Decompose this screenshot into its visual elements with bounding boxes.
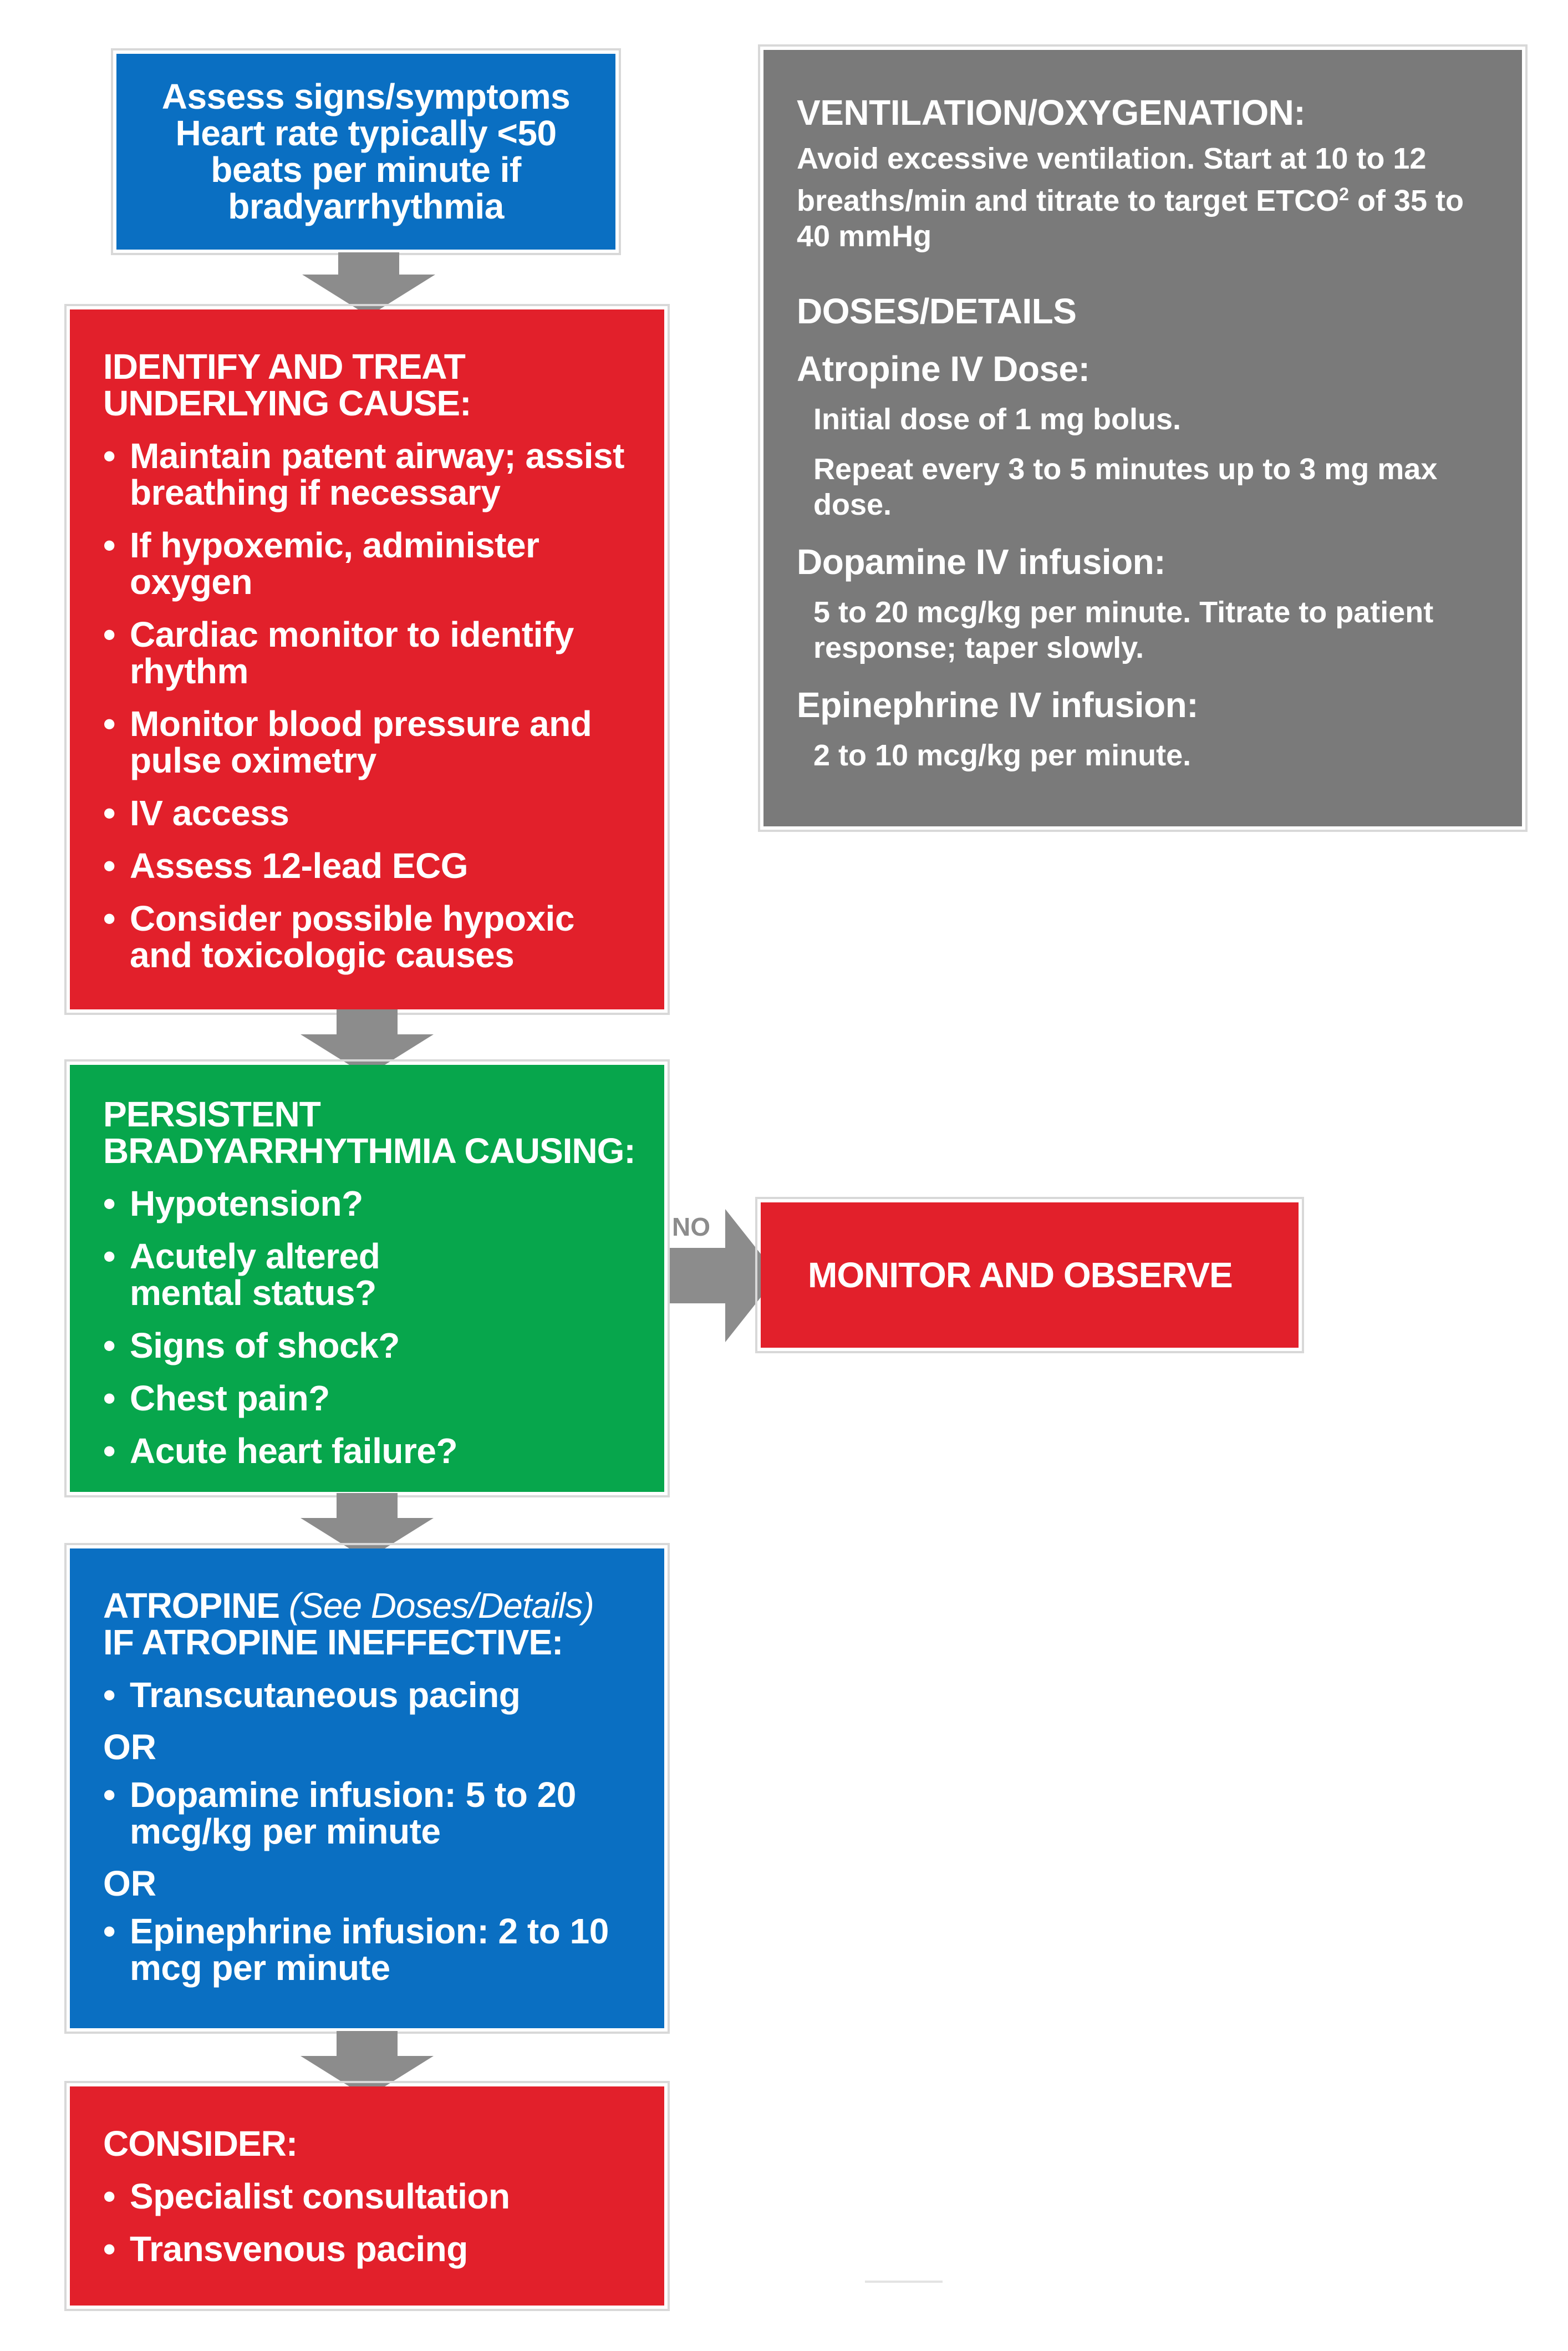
monitor-observe-box: MONITOR AND OBSERVE <box>755 1197 1304 1353</box>
assess-box: Assess signs/symptoms Heart rate typical… <box>111 48 621 255</box>
atropine-dose-line-1: Initial dose of 1 mg bolus. <box>813 403 1182 436</box>
dopamine-text: 5 to 20 mcg/kg per minute. Titrate to pa… <box>813 596 1434 664</box>
list-item: Cardiac monitor to identify rhythm <box>103 616 642 689</box>
no-arrow <box>670 1209 778 1342</box>
list-item: Dopamine infusion: 5 to 20 mcg/kg per mi… <box>103 1776 642 1850</box>
persistent-list: Hypotension? Acutely altered mental stat… <box>103 1185 642 1469</box>
list-item: Specialist consultation <box>103 2178 642 2215</box>
persistent-heading-1: PERSISTENT <box>103 1094 321 1134</box>
epinephrine-text: 2 to 10 mcg/kg per minute. <box>813 739 1192 772</box>
list-item: Hypotension? <box>103 1185 642 1222</box>
flow-arrow-1 <box>302 252 435 316</box>
identify-treat-box: IDENTIFY AND TREAT UNDERLYING CAUSE: Mai… <box>64 304 670 1015</box>
atropine-list-1: Transcutaneous pacing <box>103 1677 642 1713</box>
atropine-dose-line-2: Repeat every 3 to 5 minutes up to 3 mg m… <box>813 453 1438 521</box>
atropine-heading-bold: ATROPINE <box>103 1586 280 1626</box>
list-item: Assess 12-lead ECG <box>103 847 642 884</box>
consider-heading: CONSIDER: <box>103 2124 298 2164</box>
list-item: Maintain patent airway; assist breathing… <box>103 438 642 511</box>
ventilation-text-a: Avoid excessive ventilation. Start at 10… <box>797 142 1427 217</box>
ventilation-text-b: of 35 to 40 mmHg <box>797 184 1464 253</box>
list-item: Acute heart failure? <box>103 1433 642 1469</box>
doses-heading: DOSES/DETAILS <box>797 291 1077 331</box>
identify-heading-2: UNDERLYING CAUSE: <box>103 383 471 423</box>
atropine-heading-italic: (See Doses/Details) <box>288 1586 594 1626</box>
ventilation-heading: VENTILATION/OXYGENATION: <box>797 93 1306 133</box>
list-item: If hypoxemic, administer oxygen <box>103 527 642 600</box>
list-item: Consider possible hypoxic and toxicologi… <box>103 900 642 973</box>
list-item: Chest pain? <box>103 1380 642 1416</box>
ventilation-text: Avoid excessive ventilation. Start at 10… <box>797 141 1500 254</box>
doses-details-panel: VENTILATION/OXYGENATION: Avoid excessive… <box>758 44 1528 832</box>
list-item: Transcutaneous pacing <box>103 1677 642 1713</box>
atropine-list-2: Dopamine infusion: 5 to 20 mcg/kg per mi… <box>103 1776 642 1850</box>
assess-line-2: Heart rate typically <50 <box>175 113 557 153</box>
monitor-label: MONITOR AND OBSERVE <box>808 1255 1233 1295</box>
persistent-bradyarrhythmia-box: PERSISTENT BRADYARRHYTHMIA CAUSING: Hypo… <box>64 1059 670 1497</box>
list-item: Monitor blood pressure and pulse oximetr… <box>103 705 642 779</box>
atropine-dose-heading: Atropine IV Dose: <box>797 349 1090 389</box>
consider-list: Specialist consultation Transvenous paci… <box>103 2178 642 2267</box>
consider-box: CONSIDER: Specialist consultation Transv… <box>64 2081 670 2311</box>
atropine-heading-1: ATROPINE (See Doses/Details) <box>103 1587 642 1624</box>
list-item: Transvenous pacing <box>103 2231 642 2267</box>
epinephrine-heading: Epinephrine IV infusion: <box>797 685 1199 725</box>
divider <box>865 2281 943 2283</box>
no-label: NO <box>672 1212 710 1241</box>
ventilation-sup: 2 <box>1339 184 1349 204</box>
flow-arrow-3 <box>301 1493 434 1560</box>
list-item: Epinephrine infusion: 2 to 10 mcg per mi… <box>103 1913 642 1986</box>
atropine-list-3: Epinephrine infusion: 2 to 10 mcg per mi… <box>103 1913 642 1986</box>
or-label: OR <box>103 1863 156 1903</box>
assess-line-1: Assess signs/symptoms <box>161 77 571 116</box>
flow-arrow-2 <box>301 1009 434 1076</box>
atropine-heading-2: IF ATROPINE INEFFECTIVE: <box>103 1622 563 1662</box>
identify-heading-1: IDENTIFY AND TREAT <box>103 347 466 387</box>
or-label: OR <box>103 1727 156 1767</box>
identify-list: Maintain patent airway; assist breathing… <box>103 438 642 973</box>
list-item: Acutely altered mental status? <box>103 1238 462 1311</box>
dopamine-heading: Dopamine IV infusion: <box>797 542 1166 582</box>
flow-arrow-4 <box>301 2031 434 2098</box>
assess-line-3: beats per minute if <box>211 150 521 190</box>
atropine-box: ATROPINE (See Doses/Details) IF ATROPINE… <box>64 1543 670 2034</box>
list-item: Signs of shock? <box>103 1327 642 1364</box>
persistent-heading-2: BRADYARRHYTHMIA CAUSING: <box>103 1131 636 1171</box>
list-item: IV access <box>103 795 642 831</box>
assess-line-4: bradyarrhythmia <box>228 186 504 226</box>
